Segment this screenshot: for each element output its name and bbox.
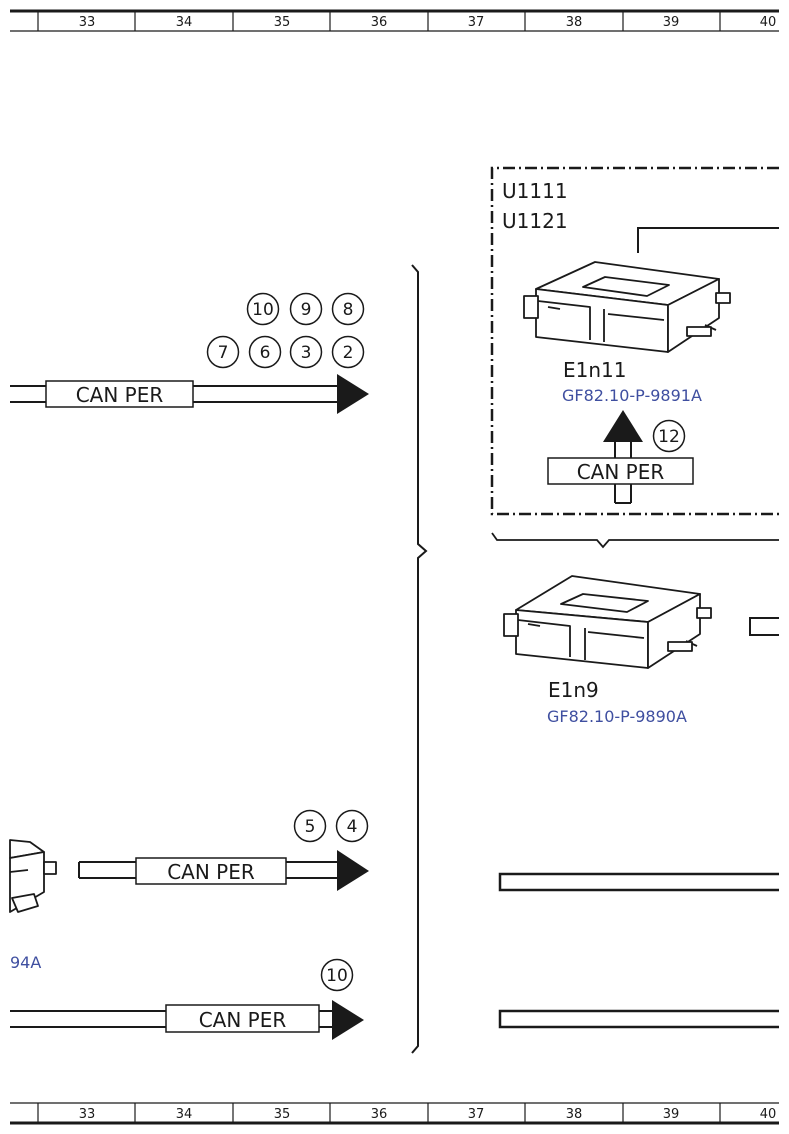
callout-7: 7 xyxy=(206,335,240,369)
svg-text:7: 7 xyxy=(218,343,229,363)
can-bus-label: CAN PER xyxy=(76,383,164,407)
module-group-boundary: U1111 U1121 xyxy=(490,166,779,516)
ruler-col-38: 38 xyxy=(566,15,583,30)
group-label-u1111: U1111 xyxy=(502,179,568,203)
can-bus-arrow-bottom: CAN PER xyxy=(10,1000,364,1040)
right-connector-mid xyxy=(498,872,779,892)
ruler-col-34: 34 xyxy=(176,15,193,30)
ruler-col-33: 33 xyxy=(79,1107,96,1122)
svg-text:6: 6 xyxy=(260,343,271,363)
can-bus-label: CAN PER xyxy=(199,1008,287,1032)
partial-connector xyxy=(749,617,779,636)
callout-10-bottom: 10 xyxy=(320,958,354,992)
ruler-col-33: 33 xyxy=(79,15,96,30)
ruler-col-35: 35 xyxy=(274,1107,291,1122)
callout-2: 2 xyxy=(331,335,365,369)
control-unit-e1n9-icon xyxy=(503,575,712,669)
svg-text:10: 10 xyxy=(252,300,274,320)
ruler-col-38: 38 xyxy=(566,1107,583,1122)
can-bus-arrow-top: CAN PER xyxy=(10,374,369,414)
ruler-col-34: 34 xyxy=(176,1107,193,1122)
callout-10: 10 xyxy=(246,292,280,326)
ruler-col-35: 35 xyxy=(274,15,291,30)
svg-text:3: 3 xyxy=(301,343,312,363)
callout-4: 4 xyxy=(335,809,369,843)
right-connector-bottom xyxy=(498,1009,779,1029)
module-e1n11-ref-link[interactable]: GF82.10-P-9891A xyxy=(562,386,702,405)
callout-12: 12 xyxy=(652,419,686,453)
svg-text:2: 2 xyxy=(343,343,354,363)
can-bus-arrow-inner: CAN PER xyxy=(547,410,694,504)
svg-text:8: 8 xyxy=(343,300,354,320)
svg-text:12: 12 xyxy=(658,427,680,447)
ruler-col-36: 36 xyxy=(371,15,388,30)
partial-ref-link[interactable]: 94A xyxy=(10,953,41,972)
module-e1n9-name: E1n9 xyxy=(548,678,599,702)
top-ruler: 33 34 35 36 37 38 39 40 xyxy=(10,9,779,32)
svg-text:4: 4 xyxy=(347,817,358,837)
can-bus-label: CAN PER xyxy=(167,860,255,884)
can-bus-label: CAN PER xyxy=(577,460,665,484)
control-unit-e1n11-icon xyxy=(523,261,731,353)
partial-module-left-icon xyxy=(9,839,57,913)
can-bus-arrow-mid: CAN PER xyxy=(78,850,369,891)
callouts-top: 10 9 8 7 6 3 2 xyxy=(206,292,365,369)
callout-6: 6 xyxy=(248,335,282,369)
callouts-mid: 5 4 xyxy=(293,809,369,843)
group-label-u1121: U1121 xyxy=(502,209,568,233)
callout-5: 5 xyxy=(293,809,327,843)
callout-9: 9 xyxy=(289,292,323,326)
callout-8: 8 xyxy=(331,292,365,326)
ruler-col-36: 36 xyxy=(371,1107,388,1122)
module-e1n11-name: E1n11 xyxy=(563,358,627,382)
module-e1n9-ref-link[interactable]: GF82.10-P-9890A xyxy=(547,707,687,726)
callout-3: 3 xyxy=(289,335,323,369)
ruler-col-37: 37 xyxy=(468,15,485,30)
svg-text:9: 9 xyxy=(301,300,312,320)
ruler-col-40: 40 xyxy=(760,15,777,30)
group-bracket xyxy=(491,532,779,549)
ruler-col-40: 40 xyxy=(760,1107,777,1122)
grouping-brace xyxy=(411,264,428,1054)
svg-text:10: 10 xyxy=(326,966,348,986)
bottom-ruler: 33 34 35 36 37 38 39 40 xyxy=(10,1102,779,1125)
ruler-col-37: 37 xyxy=(468,1107,485,1122)
ruler-col-39: 39 xyxy=(663,1107,680,1122)
svg-text:5: 5 xyxy=(305,817,316,837)
ruler-col-39: 39 xyxy=(663,15,680,30)
